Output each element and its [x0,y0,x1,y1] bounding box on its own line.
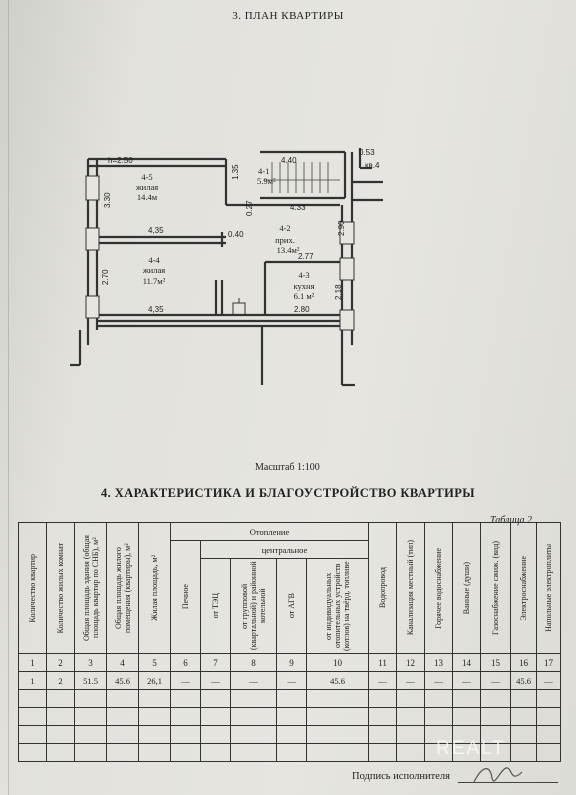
dim-4-40: 4.40 [281,156,297,165]
room-4-3-kind: кухня [294,281,315,291]
empty-row [18,707,562,726]
floor-plan: h=2.50 3.30 1.35 4.40 0.53 кв.4 0.27 4.3… [70,148,383,387]
room-4-5-kind: жилая [135,182,158,192]
page-edge-line [8,0,9,795]
dim-2-80: 2.80 [294,305,310,314]
dim-2-70: 2.70 [101,269,110,285]
signature-line [458,782,558,783]
signature-scribble [473,767,523,783]
header-col-12: Канализация местный (тип) [396,522,426,654]
signature-label: Подпись исполнителя [352,771,450,782]
apartment-number: кв.4 [365,161,380,170]
header-col-7: от ТЭЦ [200,558,231,654]
room-4-4-kind: жилая [142,265,165,275]
characteristics-table: Количество квартир Количество жилых комн… [18,522,562,762]
header-col-13: Горячее водоснабжение [424,522,454,654]
header-col-9: от АГВ [276,558,307,654]
header-col-2: Количество жилых комнат [46,522,75,654]
header-col-8: от групповой (квартальной) и районной ко… [230,558,277,654]
dim-4-35-top: 4,35 [148,226,164,235]
header-col-15: Газоснабжение сжиж. (вид) [480,522,512,654]
room-4-3-id: 4-3 [298,270,309,280]
table-caption: Таблица 2 [490,515,532,526]
dim-2-77: 2.77 [298,252,314,261]
dim-1-35: 1.35 [231,164,240,180]
empty-row [18,689,562,708]
header-col-11: Водопровод [368,522,398,654]
room-4-1-area: 5.9м² [257,176,276,186]
dim-0-53: 0.53 [359,148,375,157]
header-col-6: Печное [170,540,201,654]
dim-4-35-bottom: 4,35 [148,305,164,314]
scale-label: Масштаб 1:100 [255,462,320,473]
watermark: REALT [436,738,506,759]
room-4-5-id: 4-5 [141,172,152,182]
header-col-14: Ванные (души) [452,522,482,654]
room-4-4-id: 4-4 [148,255,160,265]
header-col-3: Общая площадь здания (общая площадь квар… [74,522,107,654]
header-col-1: Количество квартир [18,522,47,654]
header-col-16: Электроснабжение [510,522,538,654]
header-col-4: Общая площадь жилого помещения (квартиры… [106,522,139,654]
central-group-header: центральное [199,540,370,559]
dim-2-18: 2.18 [334,284,343,300]
header-col-5: Жилая площадь, м² [138,522,171,654]
dim-4-33: 4.33 [290,203,306,212]
room-4-2-id: 4-2 [279,223,290,233]
empty-row [18,743,562,762]
heating-group-header: Отопление [169,522,370,541]
section-4-title: 4. ХАРАКТЕРИСТИКА И БЛАГОУСТРОЙСТВО КВАР… [101,486,475,500]
room-4-3-area: 6.1 м² [294,291,315,301]
room-4-4-area: 11.7м² [143,276,166,286]
header-col-17: Напольные электроплиты [536,522,562,654]
dim-0-40: 0.40 [228,230,244,239]
section-3-title: 3. ПЛАН КВАРТИРЫ [232,10,344,22]
height-label: h=2.50 [108,156,133,165]
room-4-5-area: 14.4м [137,192,158,202]
header-col-10: от индивидуальных отопительных устройств… [305,558,370,654]
room-4-2-area: 13.4м² [277,245,300,255]
dim-2-90: 2.90 [337,220,346,236]
dim-3-30: 3.30 [103,192,112,208]
room-4-1-id: 4-1 [258,166,269,176]
room-4-2-kind: прих. [275,235,295,245]
dim-0-27: 0.27 [245,200,254,216]
